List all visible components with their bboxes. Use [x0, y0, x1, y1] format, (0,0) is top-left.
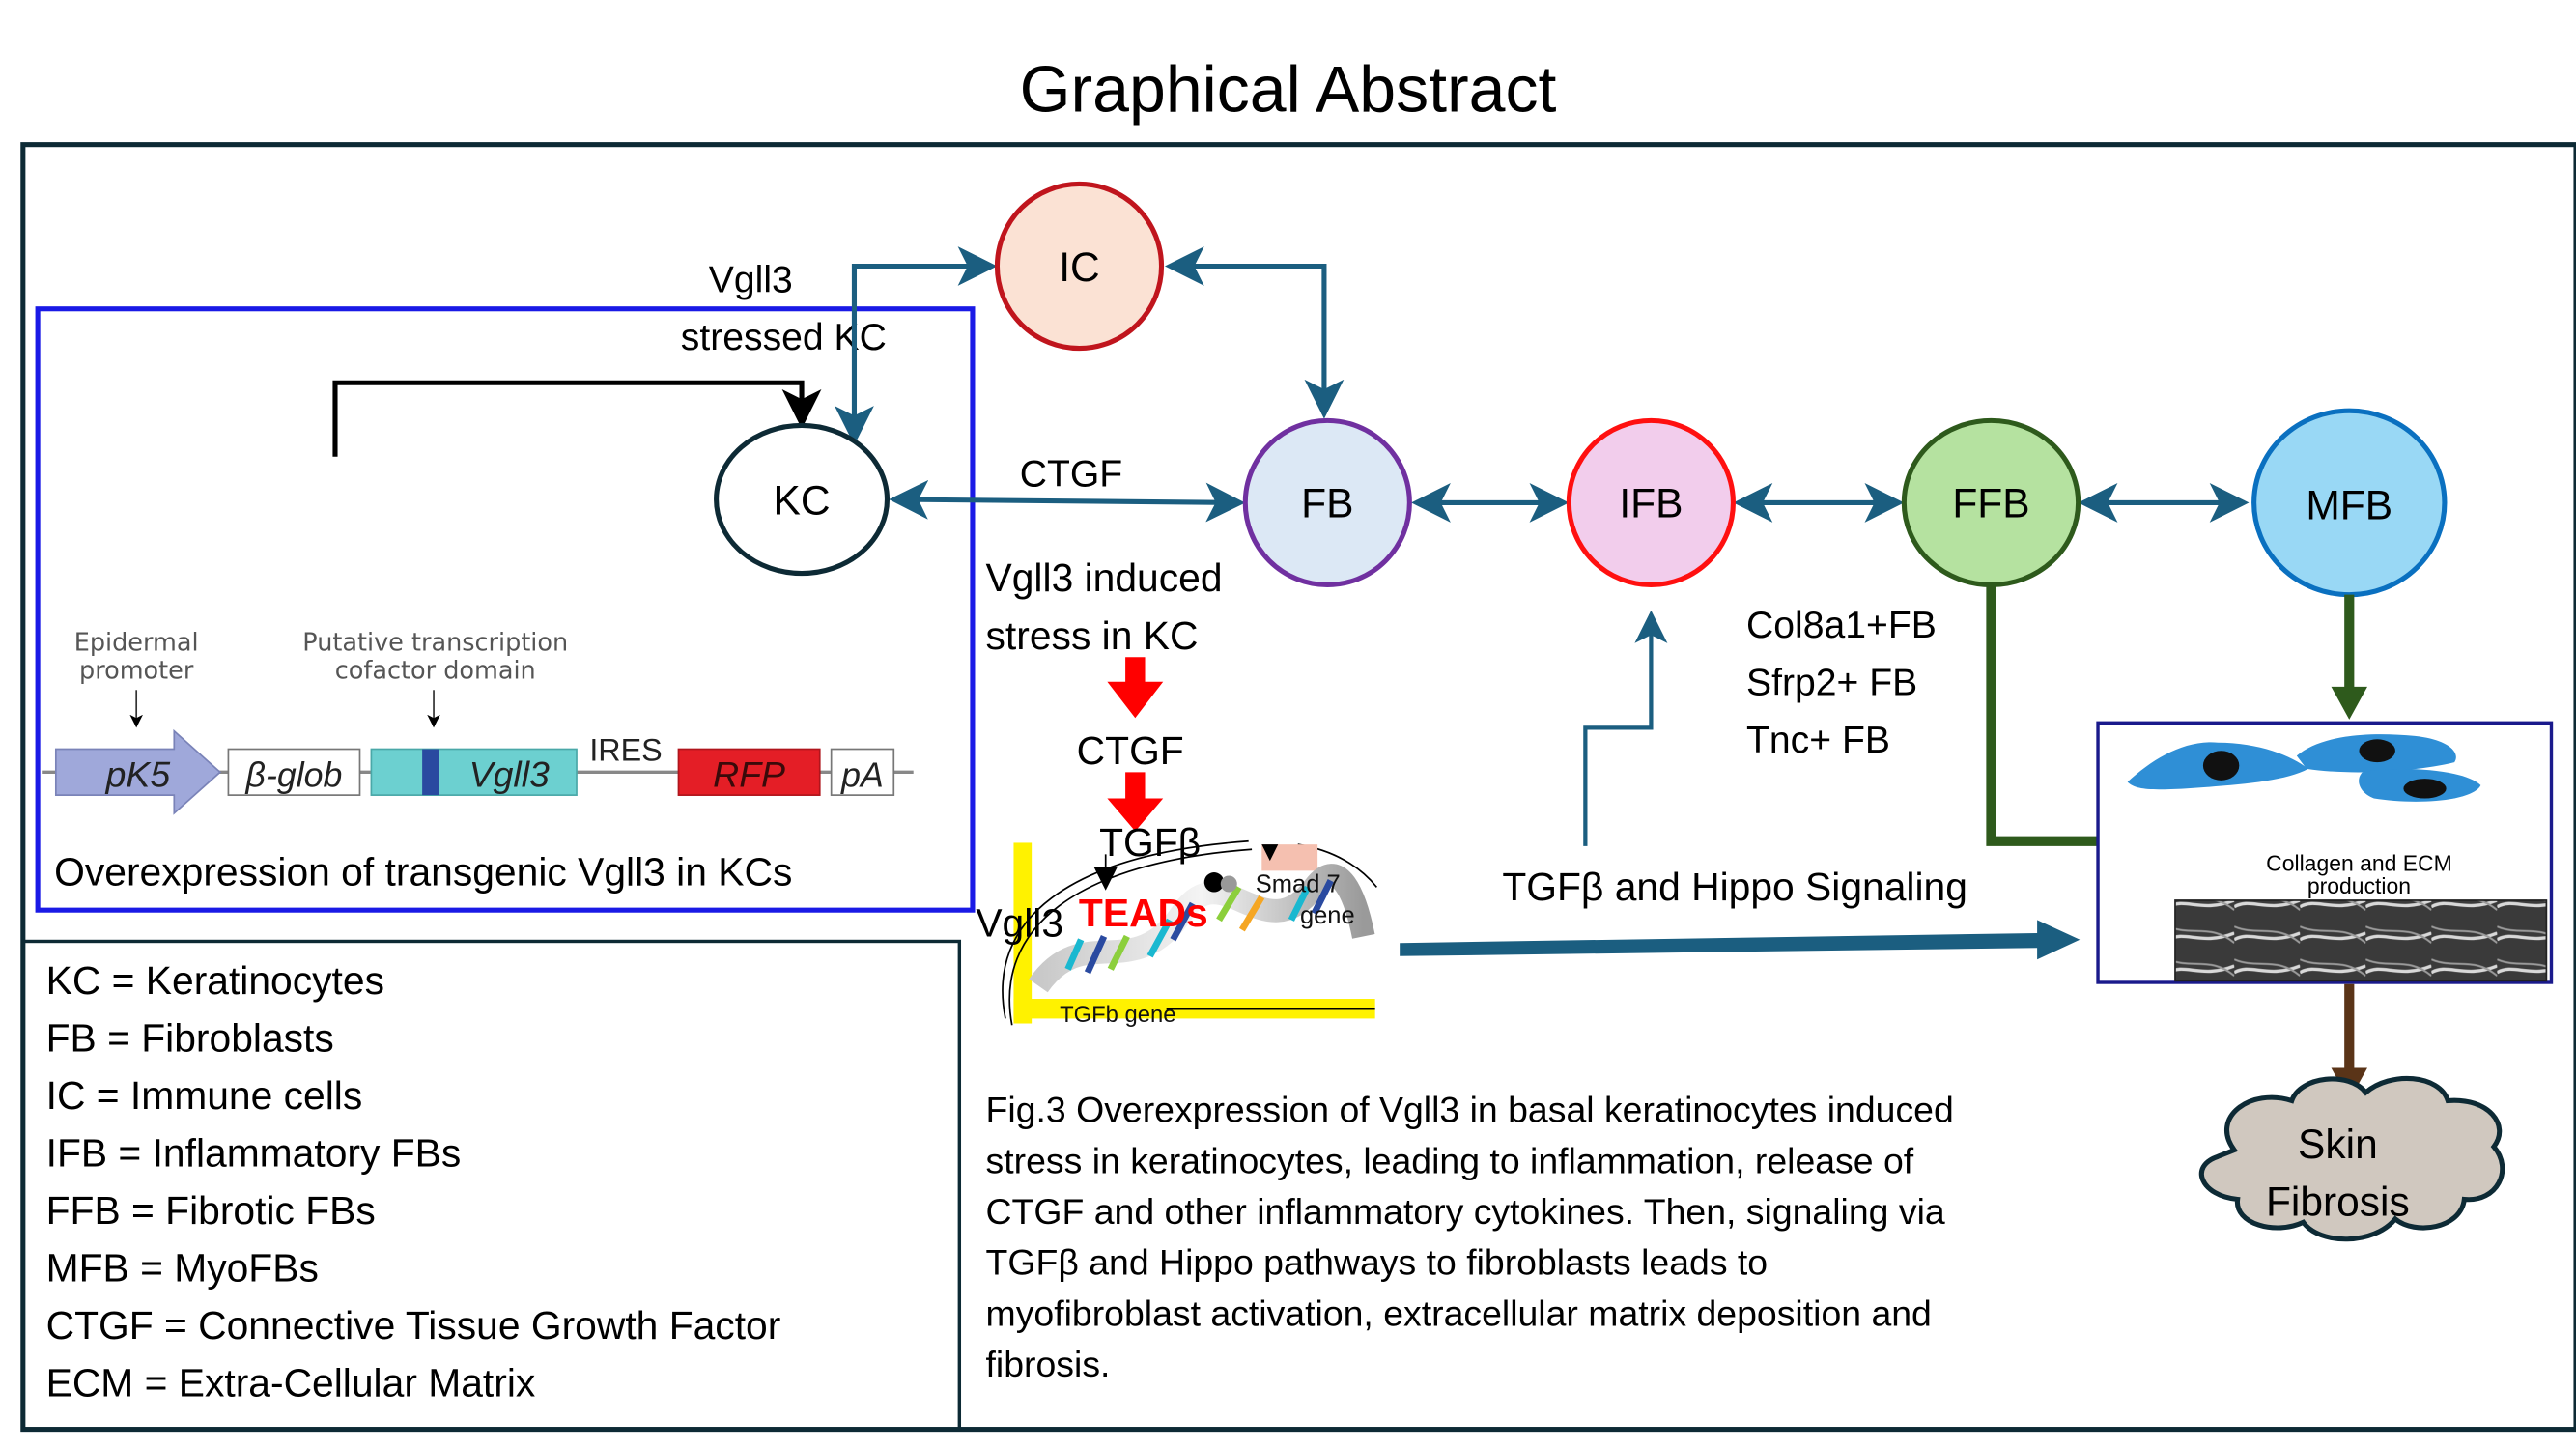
signaling-arrow	[1400, 920, 2081, 960]
ctgf-edge-label: CTGF	[1020, 453, 1122, 495]
caption-line: myofibroblast activation, extracellular …	[986, 1293, 1932, 1333]
construct-annotations: Epidermal promoter Putative transcriptio…	[74, 628, 568, 685]
collagen-micrograph	[2174, 899, 2548, 982]
ffb-marker-3: Tnc+ FB	[1746, 720, 1890, 761]
ecm-label-1: Collagen and ECM	[2266, 850, 2452, 875]
induced-stress-label-1: Vgll3 induced	[986, 555, 1223, 600]
rfp-segment	[677, 748, 821, 796]
node-mfb-label: MFB	[2306, 483, 2392, 528]
node-ic-label: IC	[1059, 245, 1100, 291]
legend-item: FFB = Fibrotic FBs	[46, 1188, 376, 1233]
legend-item: MFB = MyoFBs	[46, 1246, 319, 1291]
node-mfb: MFB	[2251, 408, 2448, 598]
ecm-panel: Collagen and ECM production	[2096, 721, 2554, 984]
signaling-label: TGFβ and Hippo Signaling	[1502, 865, 1967, 909]
page-title: Graphical Abstract	[1020, 53, 1557, 127]
node-fb: FB	[1242, 417, 1412, 587]
gene-construct: pK5 β-glob Vgll3 IRES RFP pA	[42, 728, 914, 815]
vgll3-segment-label: Vgll3	[469, 754, 550, 795]
skin-fibrosis-cloud: Skin Fibrosis	[2198, 1075, 2505, 1242]
vgll3-dna-label: Vgll3	[976, 900, 1063, 945]
vgll3-segment	[370, 748, 578, 796]
beta-glob-segment	[227, 748, 361, 796]
ecm-label-2: production	[2307, 873, 2411, 898]
mfb-to-ecm-arrowhead	[2331, 686, 2367, 720]
beta-glob-label: β-glob	[245, 756, 343, 795]
promoter-arrow	[332, 380, 822, 457]
node-ffb: FFB	[1901, 417, 2081, 587]
edge-signal-ifb	[1583, 610, 1668, 846]
smad7-label-2: gene	[1300, 902, 1355, 929]
node-ifb: IFB	[1566, 417, 1736, 587]
promoter-label: promoter	[79, 656, 194, 685]
legend-item: ECM = Extra-Cellular Matrix	[46, 1361, 536, 1406]
edge-ic-fb	[1164, 246, 1345, 419]
edge-kc-ic	[835, 246, 998, 445]
pa-segment	[830, 748, 895, 796]
edge-kc-fb	[889, 479, 1246, 523]
tgfb-gene-label: TGFb gene	[1060, 1002, 1175, 1028]
legend-item: IFB = Inflammatory FBs	[46, 1130, 462, 1175]
teads-label: TEADs	[1079, 891, 1208, 935]
putative-label: Putative transcription	[302, 628, 568, 657]
induced-stress-label-2: stress in KC	[986, 613, 1199, 658]
node-ic: IC	[994, 181, 1165, 352]
dna-illustration	[1002, 839, 1378, 1026]
legend-item: KC = Keratinocytes	[46, 958, 384, 1003]
node-kc-label: KC	[774, 478, 831, 524]
caption-line: Fig.3 Overexpression of Vgll3 in basal k…	[986, 1090, 1954, 1130]
cofactor-domain	[422, 749, 439, 796]
ffb-marker-2: Sfrp2+ FB	[1746, 662, 1917, 703]
red-arrow-2	[1107, 772, 1164, 832]
ffb-to-ecm-line	[1986, 584, 2100, 846]
construct-box	[35, 306, 976, 913]
pk5-segment	[54, 728, 222, 815]
legend-item: CTGF = Connective Tissue Growth Factor	[46, 1303, 781, 1348]
pa-label: pA	[840, 756, 884, 795]
pk5-label: pK5	[105, 754, 171, 795]
caption-line: CTGF and other inflammatory cytokines. T…	[986, 1191, 1945, 1232]
caption-line: fibrosis.	[986, 1344, 1111, 1384]
legend-item: FB = Fibroblasts	[46, 1015, 334, 1060]
epidermal-label: Epidermal	[74, 628, 199, 657]
rfp-label: RFP	[713, 754, 785, 795]
ffb-marker-1: Col8a1+FB	[1746, 605, 1937, 646]
tgfb-label: TGFβ	[1099, 820, 1201, 865]
node-ifb-label: IFB	[1619, 482, 1683, 527]
node-ffb-label: FFB	[1952, 482, 2029, 527]
node-kc: KC	[714, 422, 891, 577]
outcome-label-1: Skin	[2298, 1122, 2378, 1168]
figure-caption: Fig.3 Overexpression of Vgll3 in basal k…	[986, 1090, 1954, 1385]
legend-box	[21, 939, 962, 1432]
legend-item: IC = Immune cells	[46, 1073, 363, 1118]
construct-caption: Overexpression of transgenic Vgll3 in KC…	[54, 850, 792, 895]
ires-label: IRES	[589, 732, 662, 767]
outer-frame	[20, 142, 2576, 1433]
tgfb-gene-bar-v	[1013, 842, 1033, 1024]
caption-line: TGFβ and Hippo pathways to fibroblasts l…	[986, 1242, 1769, 1283]
legend: KC = Keratinocytes FB = Fibroblasts IC =…	[46, 958, 781, 1406]
node-fb-label: FB	[1301, 482, 1353, 527]
red-arrow-1	[1107, 657, 1164, 719]
vgll3-stressed-label-1: Vgll3	[709, 260, 793, 301]
cofactor-label: cofactor domain	[335, 656, 536, 685]
edges	[835, 246, 2250, 846]
caption-line: stress in keratinocytes, leading to infl…	[986, 1140, 1914, 1180]
smad7-label-1: Smad 7	[1256, 870, 1341, 897]
outcome-label-2: Fibrosis	[2266, 1180, 2410, 1226]
ctgf-mid-label: CTGF	[1077, 728, 1184, 773]
